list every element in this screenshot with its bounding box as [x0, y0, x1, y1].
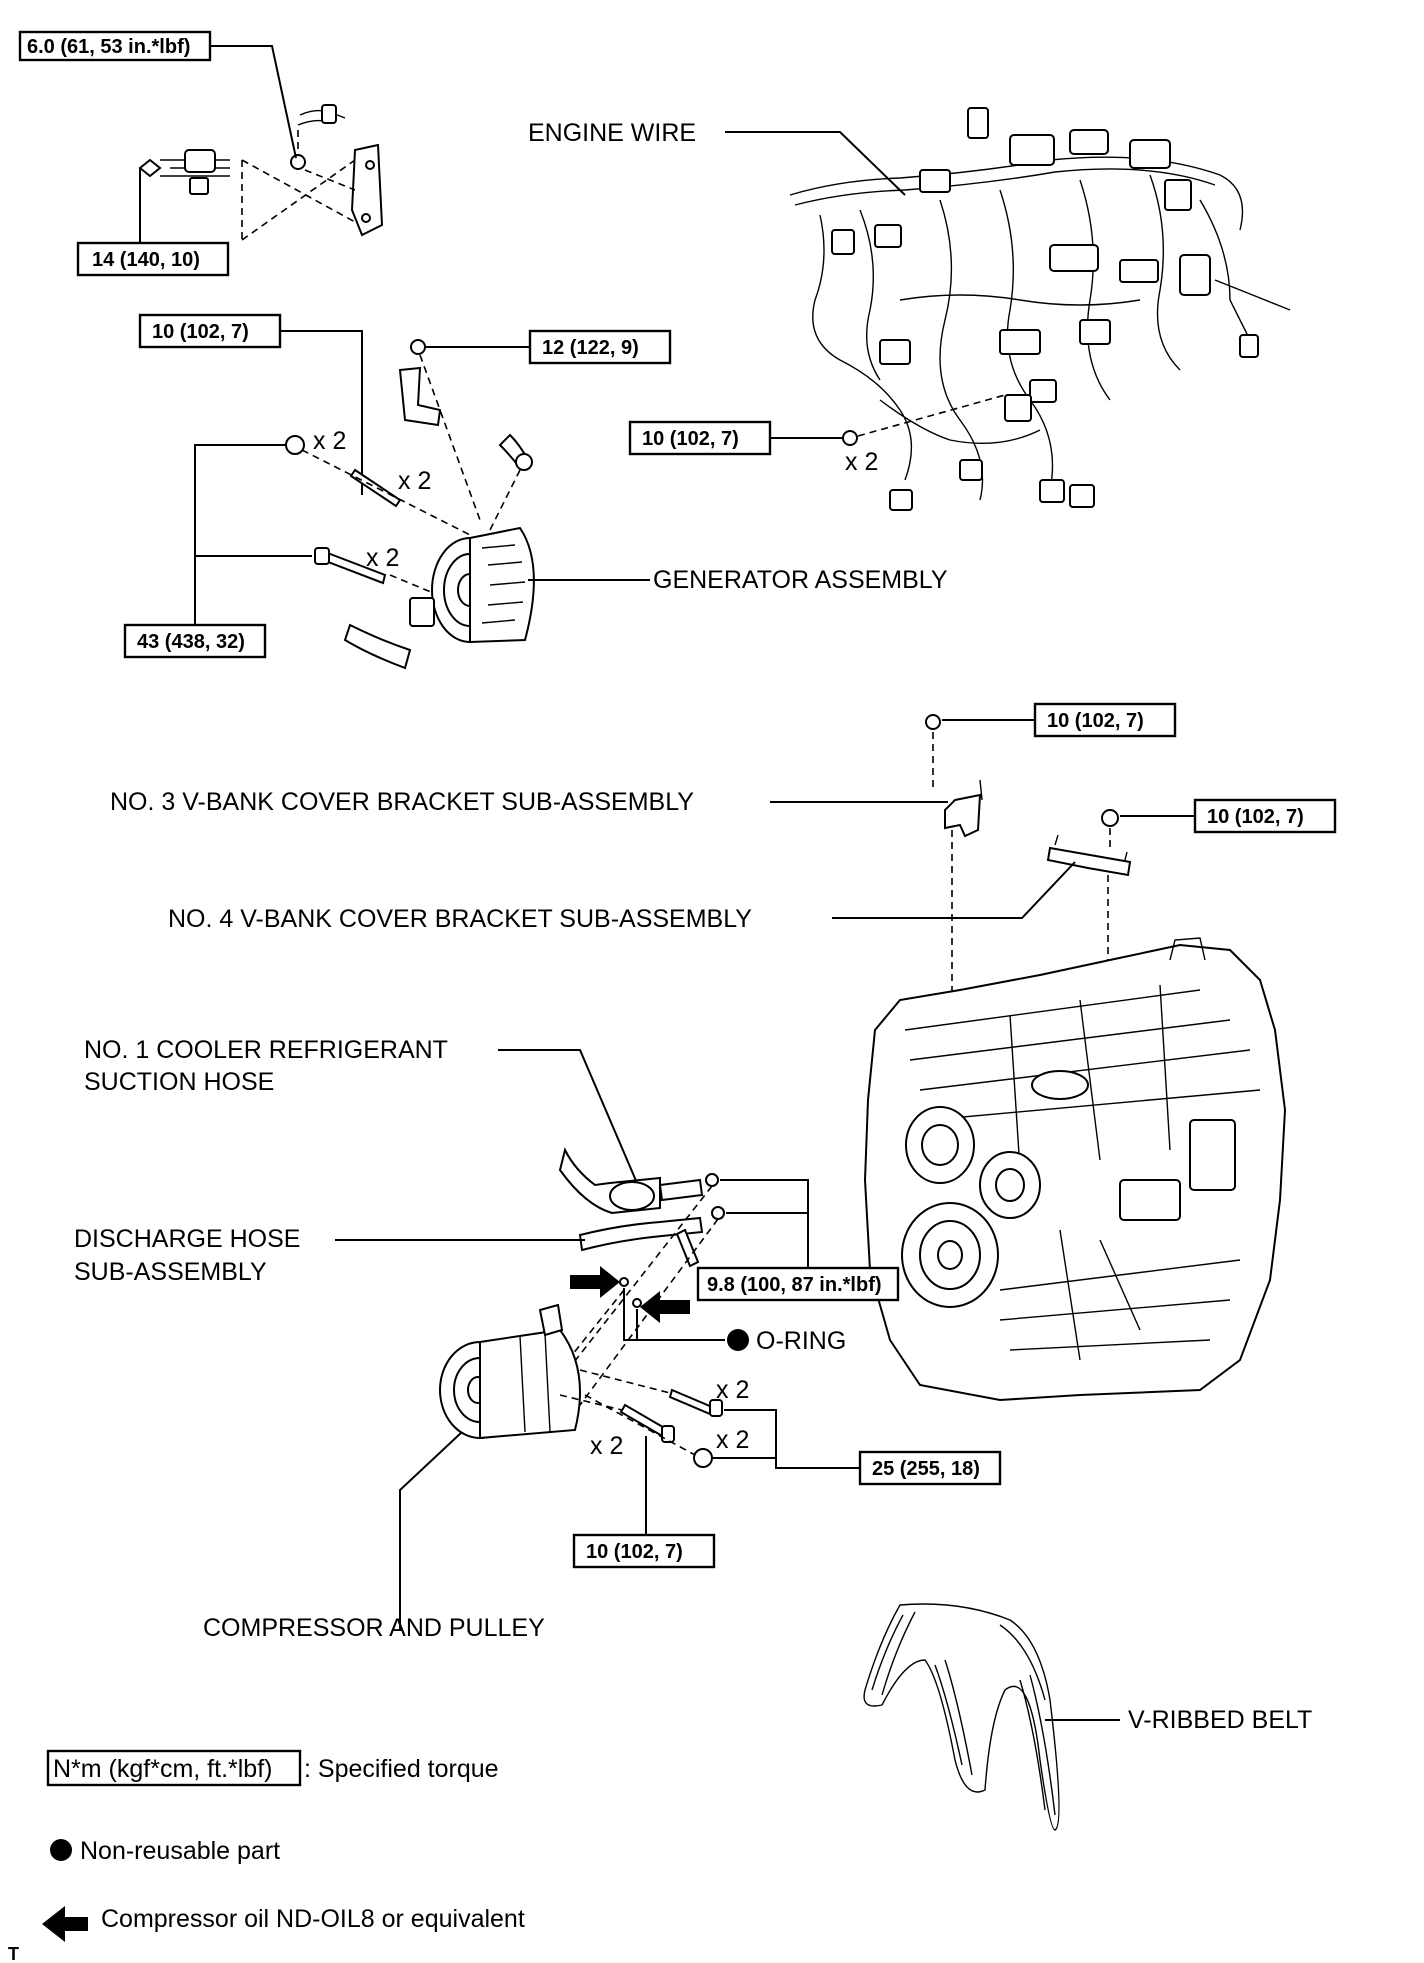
torque-box-14: 14 (140, 10) [76, 241, 230, 277]
svg-text:: Specified torque: : Specified torque [304, 1755, 499, 1783]
engine-wire-harness-illustration [789, 107, 1291, 511]
torque-box-9-8: 9.8 (100, 87 in.*lbf) [696, 1266, 900, 1302]
compressor-illustration [439, 1303, 581, 1440]
torque-box-10-compressor: 10 (102, 7) [572, 1533, 716, 1569]
generator-stud-x2: x 2 [349, 467, 431, 508]
svg-text:14 (140, 10): 14 (140, 10) [92, 249, 200, 271]
generator-harness-bracket [398, 366, 533, 471]
legend-non-reusable: Non-reusable part [50, 1837, 280, 1865]
compressor-bolt-b: x 2 [590, 1403, 675, 1460]
svg-text:Non-reusable part: Non-reusable part [80, 1837, 280, 1865]
svg-text:x 2: x 2 [590, 1432, 623, 1460]
bracket3-bolt [925, 714, 941, 730]
torque-box-25: 25 (255, 18) [858, 1450, 1002, 1486]
svg-text:6.0 (61, 53 in.*lbf): 6.0 (61, 53 in.*lbf) [27, 36, 190, 58]
o-ring-lower [632, 1298, 642, 1308]
torque-box-43: 43 (438, 32) [123, 623, 267, 659]
svg-text:43 (438, 32): 43 (438, 32) [137, 631, 245, 653]
label-no4-bracket: NO. 4 V-BANK COVER BRACKET SUB-ASSEMBLY [168, 905, 752, 933]
svg-text:9.8 (100, 87 in.*lbf): 9.8 (100, 87 in.*lbf) [707, 1274, 882, 1296]
engine-illustration [863, 937, 1287, 1402]
torque-box-10-wire: 10 (102, 7) [628, 420, 772, 456]
label-no3-bracket: NO. 3 V-BANK COVER BRACKET SUB-ASSEMBLY [110, 788, 694, 816]
label-generator-assembly: GENERATOR ASSEMBLY [653, 566, 948, 594]
discharge-hose-illustration [578, 1206, 725, 1268]
torque-box-12: 12 (122, 9) [528, 329, 672, 365]
wire-bolt-qty: x 2 [845, 448, 878, 476]
oil-arrow-right [640, 1291, 690, 1323]
label-discharge-hose-line2: SUB-ASSEMBLY [74, 1258, 267, 1286]
generator-nut-x2: x 2 [285, 427, 346, 455]
no3-bracket-illustration [944, 779, 983, 838]
svg-text:10 (102, 7): 10 (102, 7) [1207, 806, 1304, 828]
compressor-nut: x 2 [693, 1426, 749, 1468]
svg-text:x 2: x 2 [313, 427, 346, 455]
bracket4-nut [1101, 809, 1119, 827]
svg-text:10 (102, 7): 10 (102, 7) [586, 1541, 683, 1563]
legend-oil: Compressor oil ND-OIL8 or equivalent [42, 1905, 525, 1942]
bracket-dash-lines [241, 159, 356, 241]
svg-text:12 (122, 9): 12 (122, 9) [542, 337, 639, 359]
o-ring-upper [619, 1277, 629, 1287]
suction-hose-illustration [558, 1147, 719, 1215]
legend-torque: N*m (kgf*cm, ft.*lbf) : Specified torque [46, 1749, 499, 1787]
generator-assembly-illustration [343, 526, 535, 670]
label-o-ring: O-RING [756, 1327, 846, 1355]
non-reusable-dot [727, 1329, 749, 1351]
label-suction-hose-line2: SUCTION HOSE [84, 1068, 274, 1096]
generator-bolt-x2: x 2 [314, 544, 399, 585]
corner-mark: T [8, 1944, 19, 1963]
torque-box-6-0: 6.0 (61, 53 in.*lbf) [18, 30, 212, 62]
label-engine-wire: ENGINE WIRE [528, 119, 696, 147]
svg-text:10 (102, 7): 10 (102, 7) [152, 321, 249, 343]
oil-arrow-left [570, 1266, 620, 1298]
label-suction-hose-line1: NO. 1 COOLER REFRIGERANT [84, 1036, 448, 1064]
label-v-ribbed-belt: V-RIBBED BELT [1128, 1706, 1312, 1734]
svg-text:10 (102, 7): 10 (102, 7) [1047, 710, 1144, 732]
wire-bracket-bolt [842, 430, 858, 446]
svg-text:Compressor oil ND-OIL8 or equi: Compressor oil ND-OIL8 or equivalent [101, 1905, 525, 1933]
svg-text:x 2: x 2 [398, 467, 431, 495]
svg-text:10 (102, 7): 10 (102, 7) [642, 428, 739, 450]
label-discharge-hose-line1: DISCHARGE HOSE [74, 1225, 300, 1253]
generator-terminal-nut [410, 339, 426, 355]
svg-text:x 2: x 2 [716, 1376, 749, 1404]
torque-box-10-bracket4: 10 (102, 7) [1193, 798, 1337, 834]
ground-bracket-illustration [138, 104, 384, 237]
torque-box-10-bracket3: 10 (102, 7) [1033, 702, 1177, 738]
no4-bracket-illustration [1046, 834, 1132, 877]
legend-arrow-icon [42, 1906, 88, 1942]
legend-dot-icon [50, 1839, 72, 1861]
torque-box-10-top: 10 (102, 7) [138, 313, 282, 349]
label-compressor: COMPRESSOR AND PULLEY [203, 1614, 545, 1642]
svg-text:x 2: x 2 [716, 1426, 749, 1454]
svg-text:N*m (kgf*cm, ft.*lbf): N*m (kgf*cm, ft.*lbf) [53, 1755, 272, 1783]
svg-text:x 2: x 2 [366, 544, 399, 572]
compressor-bolt-a: x 2 [668, 1376, 749, 1417]
v-ribbed-belt-illustration [863, 1603, 1060, 1831]
svg-text:25 (255, 18): 25 (255, 18) [872, 1458, 980, 1480]
